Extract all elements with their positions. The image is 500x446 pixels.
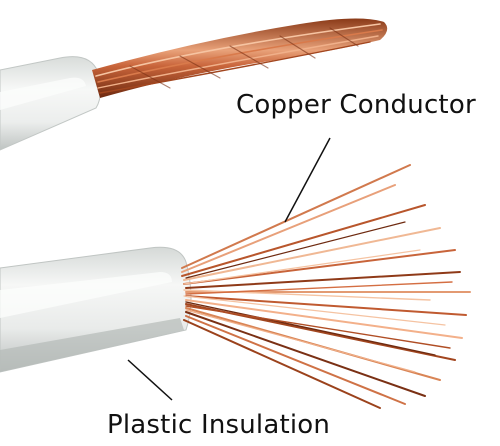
bottom-wire-insulation-highlight (0, 272, 172, 318)
top-wire-copper-strands (95, 23, 383, 94)
top-wire (0, 18, 388, 151)
copper-leader-line (284, 137, 331, 223)
top-wire-copper-core (92, 18, 388, 99)
copper-conductor-label: Copper Conductor (236, 90, 476, 120)
insulation-leader-line (127, 359, 173, 401)
plastic-insulation-label: Plastic Insulation (107, 410, 331, 440)
bottom-wire-insulation-shadow (0, 318, 184, 372)
bottom-wire (0, 164, 471, 409)
bottom-wire-copper-strands (181, 164, 471, 409)
top-wire-insulation-highlight (0, 77, 86, 110)
